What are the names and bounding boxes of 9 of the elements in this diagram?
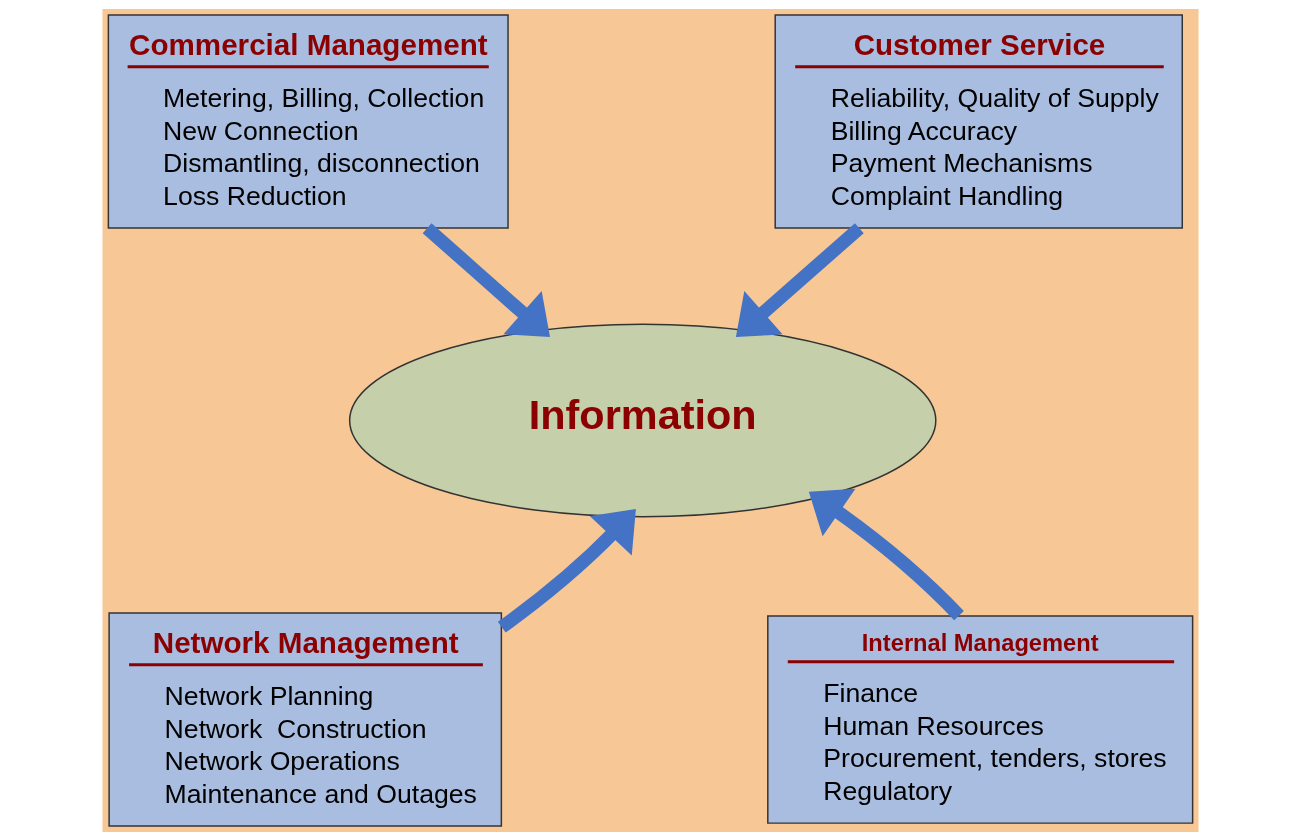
node-ellipse: Information (348, 323, 937, 517)
arrow (497, 508, 636, 633)
node-box: Internal Management Finance Human Resources Procurement, tenders, stores Regulatory (767, 614, 1194, 824)
arrow (735, 222, 864, 337)
node-box: Customer Service Reliability, Quality of Supply Billing Accuracy Payment Mechanisms Complaint Handling (774, 13, 1183, 229)
arrow (808, 488, 964, 620)
node-box: Network Management Network Planning Network Construction Network Operations Maintenance and Outages (108, 611, 503, 827)
arrow (422, 222, 550, 337)
node-box: Commercial Management Metering, Billing, Collection New Connection Dismantling, disconnection Loss Reduction (107, 13, 509, 229)
